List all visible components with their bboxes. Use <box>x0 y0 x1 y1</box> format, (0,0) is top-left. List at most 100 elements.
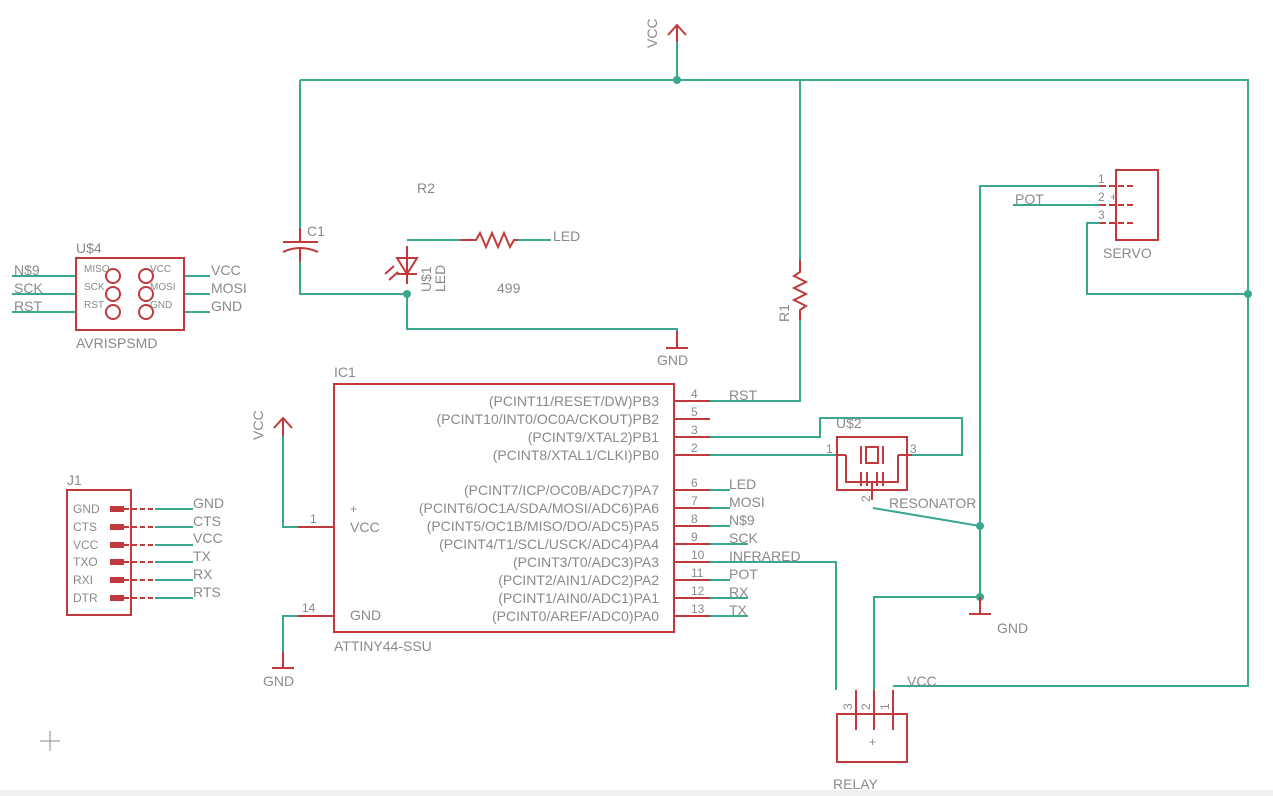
ic1-pin-label: (PCINT3/T0/ADC3)PA3 <box>513 554 659 570</box>
ic1-pin-number: 6 <box>691 476 698 490</box>
ic1-origin-marker: + <box>350 502 357 516</box>
wire-led-gnd <box>406 294 678 340</box>
crosshair-cursor-icon <box>40 731 60 751</box>
relay-value-label: RELAY <box>833 776 879 792</box>
capacitor-c1[interactable]: C1 <box>282 223 325 262</box>
wire-programmer-left <box>12 275 76 313</box>
servo-origin-marker: + <box>1110 190 1117 204</box>
isp-net-vcc: VCC <box>211 262 241 278</box>
gnd-symbol-ic: GND <box>263 652 294 689</box>
ftdi-net-rx: RX <box>193 566 213 582</box>
ic1-pin-number: 2 <box>691 441 698 455</box>
ic1-pin-net: N$9 <box>729 512 755 528</box>
wires <box>12 42 1252 690</box>
ic1-pin-label: (PCINT6/OC1A/SDA/MOSI/ADC6)PA6 <box>419 500 659 516</box>
wire-servo-pin1-gnd <box>979 185 1100 526</box>
isp-pin-miso: MISO <box>84 264 110 275</box>
resonator-u2[interactable]: 1 2 3 U$2 RESONATOR <box>826 415 976 511</box>
ic1-gnd-pin-number: 14 <box>302 601 316 615</box>
wire-ic-gnd <box>282 615 334 668</box>
isp-net-sck: SCK <box>14 280 43 296</box>
wire-servo-pin3 <box>1086 222 1248 295</box>
isp-header-u4[interactable]: MISO VCC SCK MOSI RST GND U$4 AVRISPSMD … <box>14 240 247 351</box>
u2-name-label: U$2 <box>836 415 862 431</box>
wire-vcc-bus <box>300 79 1249 687</box>
ic1-pin-number: 3 <box>691 423 698 437</box>
ic1-vcc-pin-label: VCC <box>350 519 380 535</box>
ic1-pin-net: POT <box>729 566 758 582</box>
wire-resonator-gnd <box>872 507 981 527</box>
ic1-vcc-pin-number: 1 <box>310 512 317 526</box>
ic1-pin-number: 7 <box>691 494 698 508</box>
vcc-top-label: VCC <box>644 18 660 48</box>
ic1-pin-label: (PCINT5/OC1B/MISO/DO/ADC5)PA5 <box>427 518 660 534</box>
servo-pin-2: 2 <box>1098 190 1105 204</box>
isp-net-rst: RST <box>14 298 42 314</box>
isp-pin-sck: SCK <box>84 282 105 293</box>
relay-origin-marker: + <box>869 735 876 749</box>
res-pin-1: 1 <box>826 442 833 456</box>
servo-connector[interactable]: + 1 2 3 SERVO POT <box>1015 169 1159 261</box>
wire-ic-vcc <box>282 424 334 528</box>
isp-pin-gnd: GND <box>150 300 172 311</box>
isp-pin-rst: RST <box>84 300 104 311</box>
ic1-pin-net: RST <box>729 387 757 403</box>
wire-ftdi <box>155 508 193 599</box>
led-u1[interactable]: U$1 LED <box>384 246 448 292</box>
microcontroller-ic1[interactable]: IC1 ATTINY44-SSU + VCC GND 1 14 (PCINT11… <box>298 364 801 654</box>
isp-net-gnd: GND <box>211 298 242 314</box>
ic1-pin-net: LED <box>729 476 756 492</box>
servo-net-label: POT <box>1015 191 1044 207</box>
c1-label: C1 <box>307 223 325 239</box>
led-value-label: LED <box>432 265 448 292</box>
ic1-pin-net: SCK <box>729 530 758 546</box>
ic1-pin-number: 8 <box>691 512 698 526</box>
ic1-pin-net: MOSI <box>729 494 765 510</box>
ftdi-net-gnd: GND <box>193 495 224 511</box>
gnd-symbol-led: GND <box>657 331 688 368</box>
led-name-label: U$1 <box>418 266 434 292</box>
ic1-pin-net: RX <box>729 584 749 600</box>
servo-pin-3: 3 <box>1098 208 1105 222</box>
junction-vcc <box>673 76 681 84</box>
wire-ic-stubs <box>710 489 748 617</box>
vcc-symbol-top: VCC <box>644 18 687 48</box>
ic1-pin-label: (PCINT8/XTAL1/CLKI)PB0 <box>493 447 659 463</box>
ic1-pin-number: 11 <box>691 566 704 580</box>
ic1-pin-number: 4 <box>691 387 698 401</box>
resistor-r2[interactable]: R2 499 LED <box>417 180 580 296</box>
isp-pin-mosi: MOSI <box>150 282 176 293</box>
wire-programmer-right <box>184 275 210 313</box>
ic1-pin-label: (PCINT2/AIN1/ADC2)PA2 <box>498 572 659 588</box>
wire-rst <box>710 320 801 402</box>
relay-connector[interactable]: + 3 2 1 RELAY VCC <box>833 673 937 792</box>
wire-pb1-res3 <box>710 417 963 456</box>
ic1-pin-number: 10 <box>691 548 705 562</box>
ftdi-net-cts: CTS <box>193 513 221 529</box>
ftdi-pin-dtr: DTR <box>73 591 98 605</box>
led-net-label: LED <box>553 228 580 244</box>
vcc-ic-label: VCC <box>250 410 266 440</box>
r1-label: R1 <box>776 304 792 322</box>
ic1-pin-label: (PCINT0/AREF/ADC0)PA0 <box>492 608 659 624</box>
resistor-r1[interactable]: R1 <box>776 260 809 322</box>
isp-net-n9: N$9 <box>14 262 40 278</box>
ic1-pin-label: (PCINT9/XTAL2)PB1 <box>528 429 659 445</box>
ftdi-pin-gnd: GND <box>73 502 100 516</box>
ic1-pin-label: (PCINT1/AIN0/ADC1)PA1 <box>498 590 659 606</box>
ic1-pin-number: 13 <box>691 602 705 616</box>
ic1-pin-net: TX <box>729 602 748 618</box>
gnd-led-label: GND <box>657 352 688 368</box>
ic1-pin-number: 5 <box>691 405 698 419</box>
ic1-value-label: ATTINY44-SSU <box>334 638 432 654</box>
servo-pin-1: 1 <box>1098 172 1105 186</box>
ic1-pin-number: 9 <box>691 530 698 544</box>
ic1-name-label: IC1 <box>334 364 356 380</box>
wire-c1-bottom <box>299 262 407 295</box>
status-strip <box>0 790 1273 796</box>
ftdi-header-j1[interactable]: GND CTS VCC TXO RXI DTR J1 GND CTS VCC T… <box>66 472 224 616</box>
vcc-symbol-ic: VCC <box>250 410 293 440</box>
junction-servo <box>1244 290 1252 298</box>
